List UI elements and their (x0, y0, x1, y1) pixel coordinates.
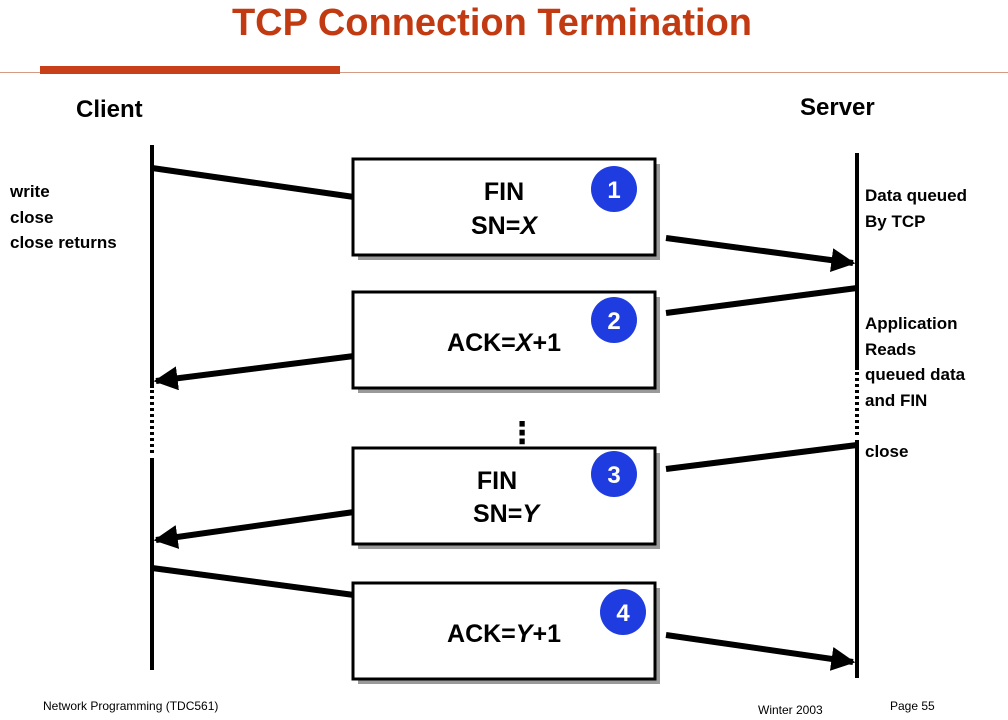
server-note-application-reads: Application Reads queued data and FIN (865, 314, 966, 410)
segment-1-line-2: SN=X (471, 212, 538, 240)
arrow-1-in (151, 165, 355, 200)
segment-1: FIN SN=X 1 (351, 157, 660, 260)
segment-2: ACK=X+1 2 (351, 290, 660, 393)
segment-gap-ellipsis: ⋮ (507, 417, 537, 450)
arrow-4-out (665, 632, 856, 671)
segment-3-number: 3 (607, 462, 620, 489)
page-title: TCP Connection Termination (231, 2, 753, 44)
segment-4-line-1: ACK=Y+1 (447, 620, 561, 648)
arrow-2-in (665, 285, 858, 316)
server-note-close: close (865, 442, 909, 461)
client-heading: Client (76, 96, 143, 123)
title-divider (0, 72, 1008, 73)
segment-2-badge (591, 297, 637, 343)
segment-4-number: 4 (616, 600, 630, 627)
segment-4-badge (600, 589, 646, 635)
title-accent-bar (40, 66, 340, 74)
segment-1-badge (591, 166, 637, 212)
server-heading: Server (800, 94, 875, 121)
segment-3: FIN SN=Y 3 (351, 446, 660, 549)
segment-3-line-1: FIN (477, 467, 517, 495)
arrow-4-in (151, 565, 355, 598)
arrow-3-in (665, 442, 858, 472)
client-notes: write close close returns (10, 182, 117, 252)
arrow-2-out (153, 353, 355, 391)
segment-3-badge (591, 451, 637, 497)
segment-1-line-1: FIN (484, 178, 524, 206)
segment-4: ACK=Y+1 4 (351, 581, 660, 684)
footer-term: Winter 2003 (758, 703, 823, 717)
arrow-1-out (665, 235, 856, 273)
footer-page-number: Page 55 (890, 699, 935, 713)
arrow-3-out (153, 509, 355, 549)
footer-course: Network Programming (TDC561) (43, 699, 219, 713)
segment-2-line-1: ACK=X+1 (447, 329, 561, 357)
server-note-queued: Data queued By TCP (865, 186, 968, 231)
segment-3-line-2: SN=Y (473, 500, 541, 528)
segment-2-number: 2 (607, 308, 620, 335)
segment-1-number: 1 (607, 177, 620, 204)
